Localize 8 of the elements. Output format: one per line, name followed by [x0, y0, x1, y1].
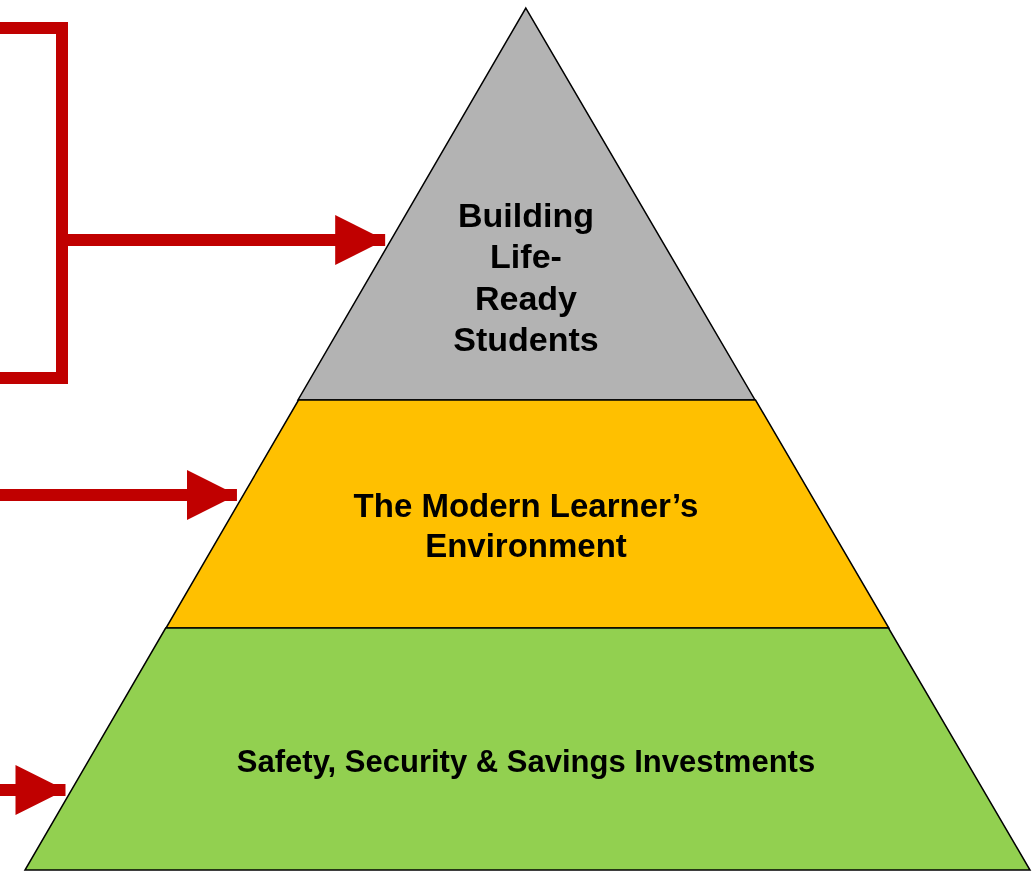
pyramid-tier: [165, 400, 889, 628]
tier-label: Safety, Security & Savings Investments: [235, 743, 817, 781]
arrow: [0, 470, 237, 520]
tier-label: Building Life-Ready Students: [452, 195, 600, 361]
arrow: [0, 765, 66, 815]
tier-label: The Modern Learner’s Environment: [352, 485, 700, 566]
pyramid-tier: [298, 8, 756, 400]
pyramid-tier: [25, 628, 1030, 870]
